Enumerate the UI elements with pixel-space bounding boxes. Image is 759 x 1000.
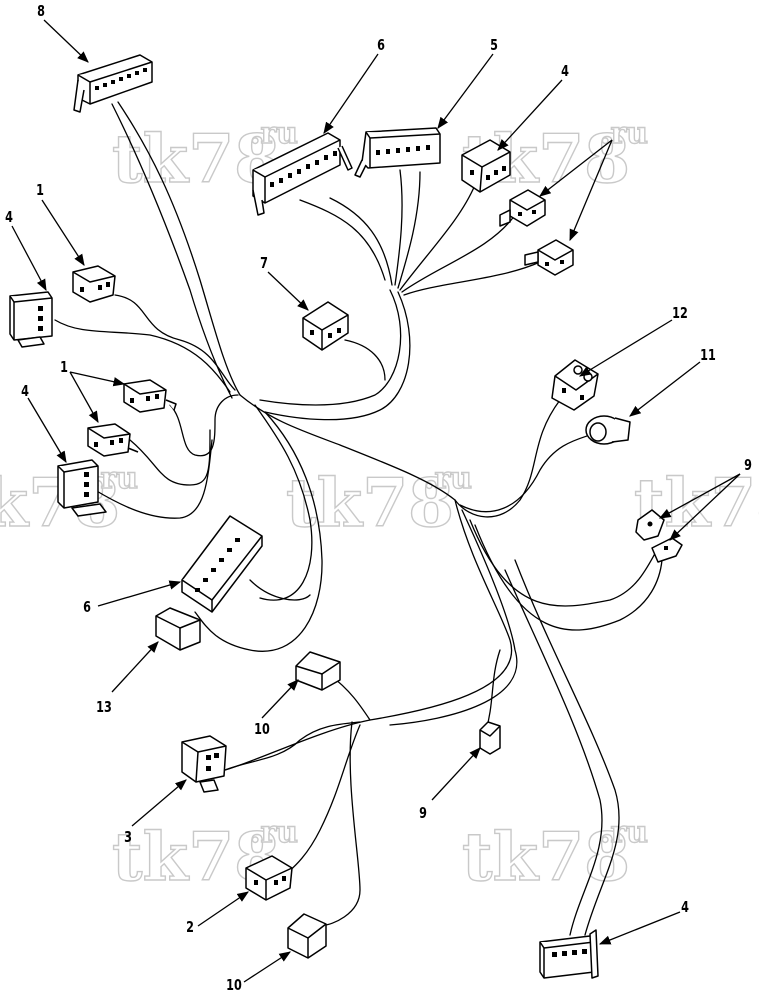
callout-6-lower: 6 — [83, 580, 182, 617]
svg-text:4: 4 — [561, 64, 569, 81]
callout-4-bottom: 4 — [598, 900, 689, 945]
svg-text:.ru: .ru — [424, 461, 472, 496]
connector-8 — [73, 54, 153, 113]
callout-3: 3 — [124, 779, 187, 847]
connector-5 — [354, 127, 441, 178]
connector-9-right-b — [651, 537, 683, 563]
callout-12: 12 — [579, 306, 688, 377]
connector-4-top — [461, 139, 511, 193]
connector-4-left-lower — [57, 459, 107, 517]
connector-small-b — [524, 239, 574, 276]
callout-9-right: 9 — [658, 458, 752, 541]
svg-text:12: 12 — [672, 306, 688, 323]
svg-text:13: 13 — [96, 700, 112, 717]
connector-10-upper — [295, 651, 341, 691]
callout-4-left-upper: 4 — [5, 210, 47, 292]
svg-text:9: 9 — [744, 458, 752, 475]
callout-1-middle-pair: 1 — [60, 360, 126, 424]
connector-3 — [181, 735, 227, 793]
connector-13 — [155, 607, 201, 651]
svg-text:tk78: tk78 — [0, 464, 120, 542]
svg-text:10: 10 — [226, 978, 242, 995]
svg-text:1: 1 — [36, 183, 44, 200]
svg-text:.ru: .ru — [250, 815, 298, 850]
connector-1-middle — [123, 379, 177, 413]
svg-text:10: 10 — [254, 722, 270, 739]
callout-10-lower: 10 — [226, 951, 291, 995]
connector-4-bottom — [539, 929, 599, 979]
callout-9-lower: 9 — [419, 747, 481, 823]
svg-text:7: 7 — [260, 256, 268, 273]
svg-text:.ru: .ru — [600, 815, 648, 850]
watermark-top-left: tk78 .ru — [111, 115, 298, 198]
callout-1-upper: 1 — [36, 183, 85, 266]
svg-text:9: 9 — [419, 806, 427, 823]
svg-text:tk78: tk78 — [112, 120, 280, 198]
svg-text:5: 5 — [490, 38, 498, 55]
connector-1-upper — [72, 265, 116, 303]
callout-4-left-lower: 4 — [21, 384, 67, 464]
svg-text:8: 8 — [37, 4, 45, 21]
connector-9-right-a — [635, 509, 665, 541]
svg-text:1: 1 — [60, 360, 68, 377]
connector-6-top — [252, 132, 353, 216]
svg-text:4: 4 — [5, 210, 13, 227]
connector-2 — [245, 855, 293, 901]
svg-text:3: 3 — [124, 830, 132, 847]
connector-12 — [551, 359, 599, 411]
harness-wires — [54, 101, 663, 936]
svg-text:4: 4 — [681, 900, 689, 917]
connector-6-lower — [181, 515, 263, 613]
callout-11: 11 — [629, 348, 716, 417]
connector-4-left-upper — [9, 291, 53, 348]
svg-text:.ru: .ru — [250, 116, 298, 151]
svg-text:6: 6 — [377, 38, 385, 55]
svg-text:.ru: .ru — [600, 116, 648, 151]
callout-8: 8 — [37, 4, 89, 63]
connector-7 — [302, 301, 349, 351]
connector-small-a — [499, 189, 546, 227]
svg-text:2: 2 — [186, 920, 194, 937]
svg-text:11: 11 — [700, 348, 716, 365]
callout-4-top: 4 — [497, 64, 569, 151]
callout-5: 5 — [437, 38, 498, 129]
callout-13: 13 — [96, 641, 159, 717]
callout-6-top: 6 — [323, 38, 385, 134]
svg-text:4: 4 — [21, 384, 29, 401]
connector-10-lower — [287, 913, 327, 959]
svg-text:6: 6 — [83, 600, 91, 617]
callout-10-upper: 10 — [254, 679, 299, 739]
watermark-bottom-right: tk78 .ru — [461, 814, 648, 896]
callout-2: 2 — [186, 891, 249, 937]
connector-1-lower — [87, 423, 139, 457]
connector-9-lower — [479, 721, 501, 755]
connector-11 — [585, 415, 631, 445]
callout-7: 7 — [260, 256, 309, 311]
callout-4-top-pair — [539, 139, 613, 242]
